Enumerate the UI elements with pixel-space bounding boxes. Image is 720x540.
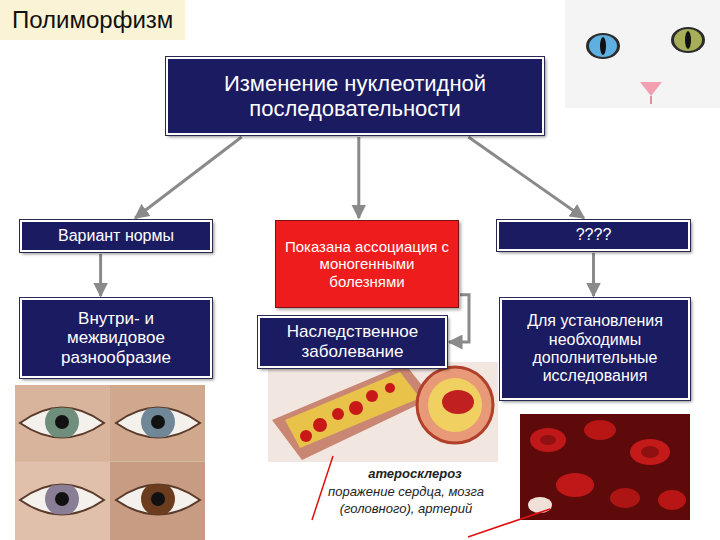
heading-box: Полиморфизм (0, 0, 185, 40)
process-box: ???? (497, 220, 690, 251)
note-label: поражение сердца, мозга (головного), арт… (316, 484, 496, 518)
highlight-box: Показана ассоциация с моногенными болезн… (275, 220, 459, 308)
top-box: Изменение нуклеотидной последовательност… (166, 57, 544, 135)
process-box: Наследственное заболевание (258, 316, 447, 368)
arrow-connector (592, 253, 595, 296)
node-text: Наследственное заболевание (268, 322, 437, 361)
process-box: Для установления необходимы дополнительн… (500, 298, 690, 400)
leader-line (468, 509, 550, 537)
eyes-photo (15, 385, 205, 540)
title: Полиморфизм (12, 6, 173, 33)
node-text: Показана ассоциация с моногенными болезн… (284, 238, 450, 290)
arrow-connector (135, 137, 241, 218)
process-box: Внутри- и межвидовое разнообразие (20, 298, 212, 378)
arrow-connector (468, 137, 584, 218)
process-box: Вариант нормы (20, 220, 212, 252)
arrow-connector (99, 254, 102, 296)
node-text: Вариант нормы (58, 227, 174, 245)
node-text: Изменение нуклеотидной последовательност… (176, 71, 534, 122)
node-text: Внутри- и межвидовое разнообразие (30, 309, 202, 368)
arrow-connector (357, 137, 360, 218)
artery-illustration (268, 362, 498, 462)
node-text: Для установления необходимы дополнительн… (510, 312, 680, 386)
cat-photo (565, 0, 720, 108)
blood-cells-photo (520, 414, 690, 520)
node-text: ???? (576, 226, 612, 244)
disease-label: атеросклероз (340, 466, 490, 483)
